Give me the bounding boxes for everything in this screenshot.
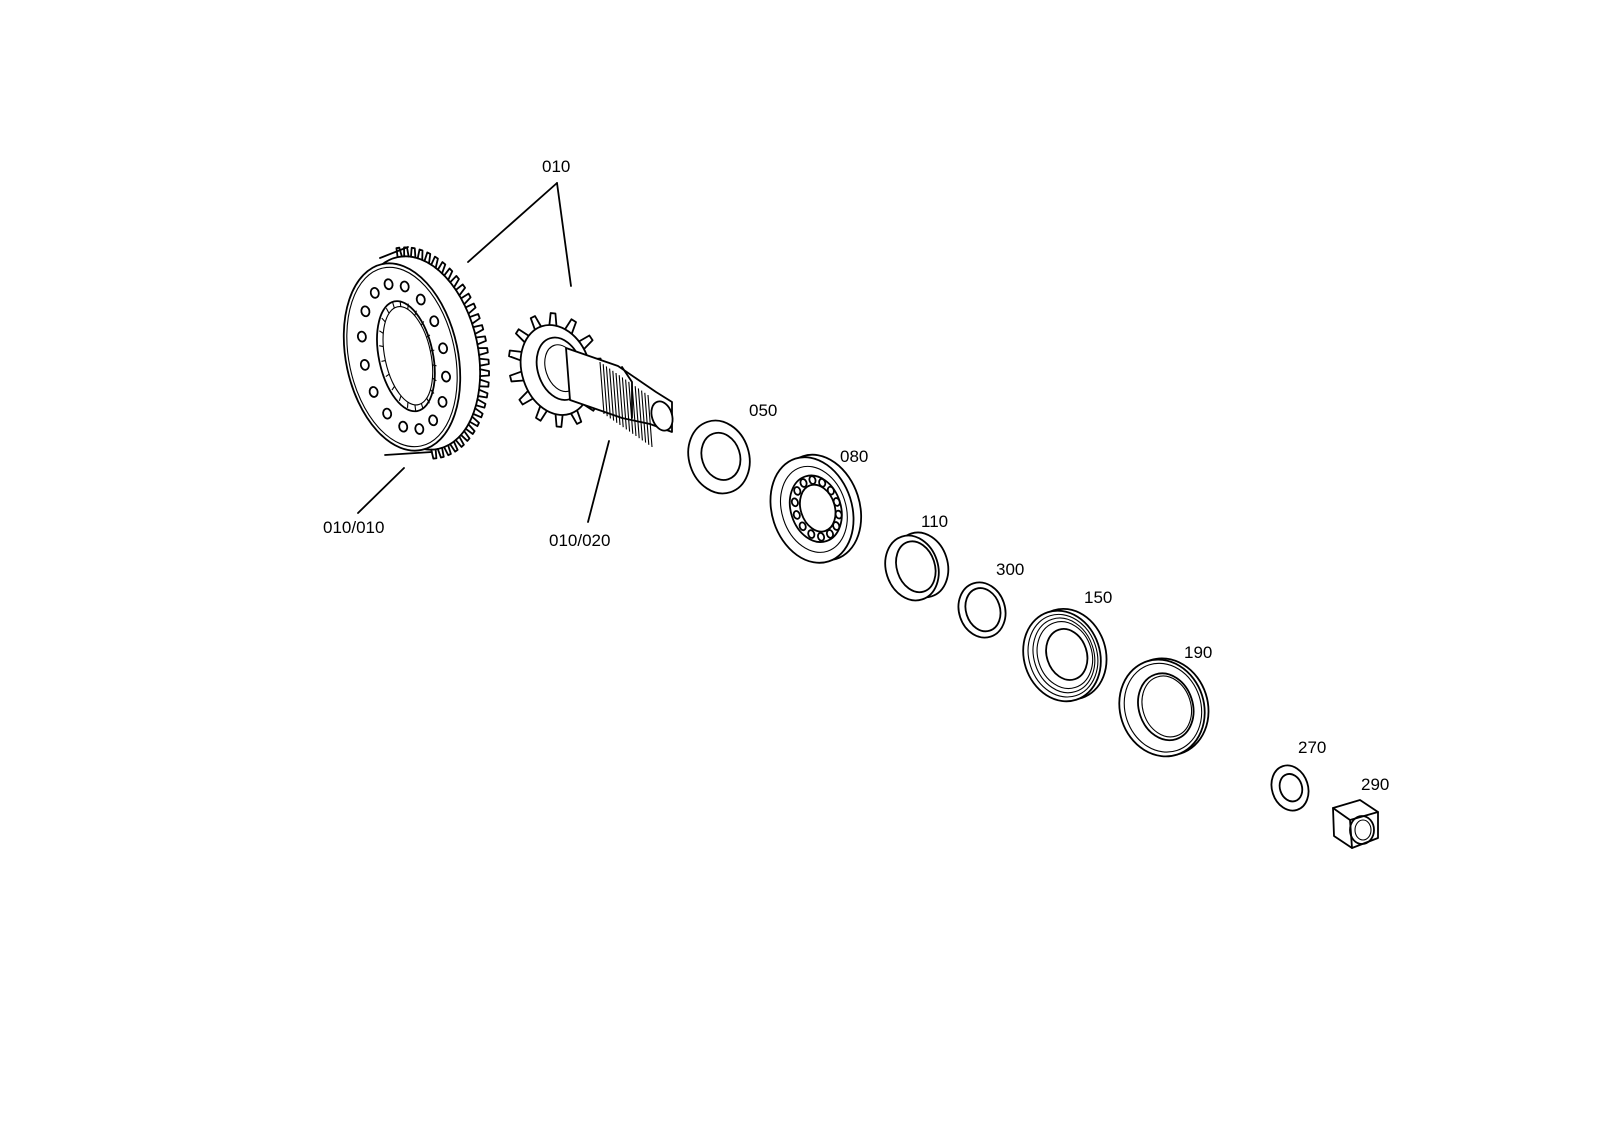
label-270: 270 <box>1298 738 1326 757</box>
label-010-020: 010/020 <box>549 531 610 550</box>
part-shaft-seal[interactable] <box>1107 647 1221 767</box>
part-roller-bearing[interactable] <box>757 444 874 574</box>
part-spacer-sleeve[interactable] <box>877 525 956 607</box>
ring-gear-bolt-hole <box>399 280 410 293</box>
part-tapered-roller-bearing[interactable] <box>1012 599 1118 712</box>
bearing-roller <box>817 532 826 542</box>
ring-gear-bolt-hole <box>359 359 370 371</box>
ring-gear-bolt-hole <box>398 420 409 433</box>
bearing-roller <box>826 485 835 496</box>
bearing-roller <box>832 521 841 531</box>
bearing-roller <box>790 497 799 508</box>
ring-gear-bolt-hole <box>382 407 393 420</box>
ring-gear-bolt-hole <box>360 305 371 318</box>
part-ring-gear[interactable] <box>327 234 507 470</box>
ring-gear-bolt-hole <box>369 286 380 299</box>
ring-gear-bolt-hole <box>356 330 367 343</box>
ring-gear-bolt-hole <box>383 278 394 291</box>
bearing-roller <box>798 521 807 532</box>
part-washer[interactable] <box>1266 761 1314 816</box>
part-ring[interactable] <box>951 576 1012 643</box>
bearing-roller <box>807 529 816 539</box>
part-shim-washer[interactable] <box>679 413 759 502</box>
label-110: 110 <box>921 512 948 531</box>
label-190: 190 <box>1184 643 1212 662</box>
bearing-roller <box>818 478 827 488</box>
part-labels: 010 010/010 010/020 050 080 110 300 150 … <box>323 157 1389 794</box>
ring-gear-bolt-hole <box>429 315 440 328</box>
ring-gear-bolt-hole <box>428 414 439 427</box>
label-010: 010 <box>542 157 570 176</box>
label-150: 150 <box>1084 588 1112 607</box>
bearing-roller <box>792 510 801 520</box>
ring-gear-splines <box>379 300 437 411</box>
label-300: 300 <box>996 560 1024 579</box>
shaft-spline-lines <box>599 361 653 448</box>
label-010-010: 010/010 <box>323 518 384 537</box>
label-080: 080 <box>840 447 868 466</box>
label-290: 290 <box>1361 775 1389 794</box>
ring-gear-bolt-hole <box>415 293 426 306</box>
ring-gear-teeth <box>395 246 490 460</box>
bearing-roller <box>808 475 817 485</box>
bearing-roller <box>793 486 802 496</box>
part-hex-nut[interactable] <box>1332 799 1379 849</box>
label-050: 050 <box>749 401 777 420</box>
bearing-roller <box>832 497 841 507</box>
ring-gear-bolt-hole <box>414 423 425 435</box>
ring-gear-bolt-hole <box>368 386 379 398</box>
bearing-roller <box>834 509 843 520</box>
bearing-roller <box>825 529 834 539</box>
leader-lines <box>357 182 610 523</box>
ring-gear-bolt-hole <box>437 395 448 408</box>
ring-gear-bolt-hole <box>438 342 449 355</box>
part-pinion-shaft[interactable] <box>494 301 676 448</box>
ring-gear-bolt-hole <box>441 370 451 383</box>
bearing-roller <box>799 478 808 488</box>
